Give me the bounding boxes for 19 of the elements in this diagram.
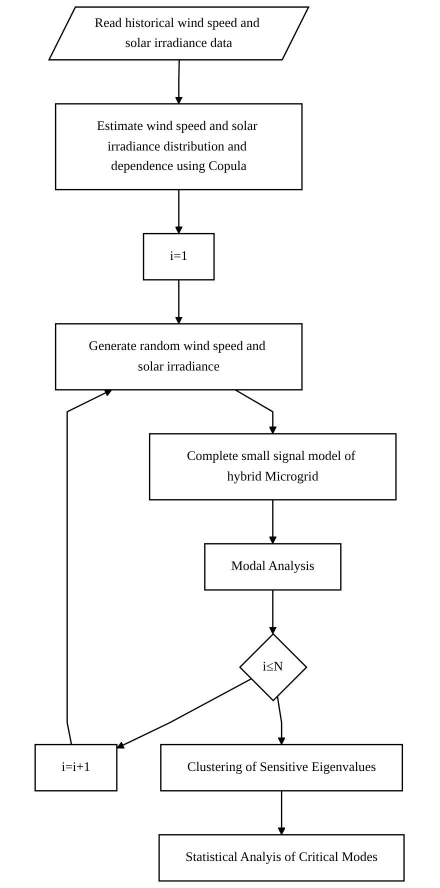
- arrow: [277, 696, 286, 745]
- node-box: Clustering of Sensitive Eigenvalues: [160, 744, 404, 792]
- node-box: i=1: [143, 232, 216, 280]
- arrow: [235, 389, 278, 434]
- arrow: [116, 678, 252, 749]
- node-box: Complete small signal model of hybrid Microgrid: [149, 433, 398, 500]
- arrow: [269, 590, 278, 634]
- node-box: Estimate wind speed and solar irradiance distribution and dependence using Copula: [55, 103, 304, 190]
- node-diamond: i≤N: [239, 633, 308, 702]
- node-box: Modal Analysis: [204, 543, 342, 591]
- arrow: [175, 190, 184, 234]
- arrow: [175, 280, 184, 324]
- arrow: [269, 500, 278, 544]
- arrow: [278, 790, 286, 836]
- node-box: Generate random wind speed and solar irradiance: [55, 323, 304, 390]
- node-box: Statistical Analyis of Critical Modes: [158, 834, 406, 882]
- arrow: [66, 389, 113, 745]
- node-box: i=i+1: [34, 744, 118, 792]
- arrow: [175, 60, 184, 104]
